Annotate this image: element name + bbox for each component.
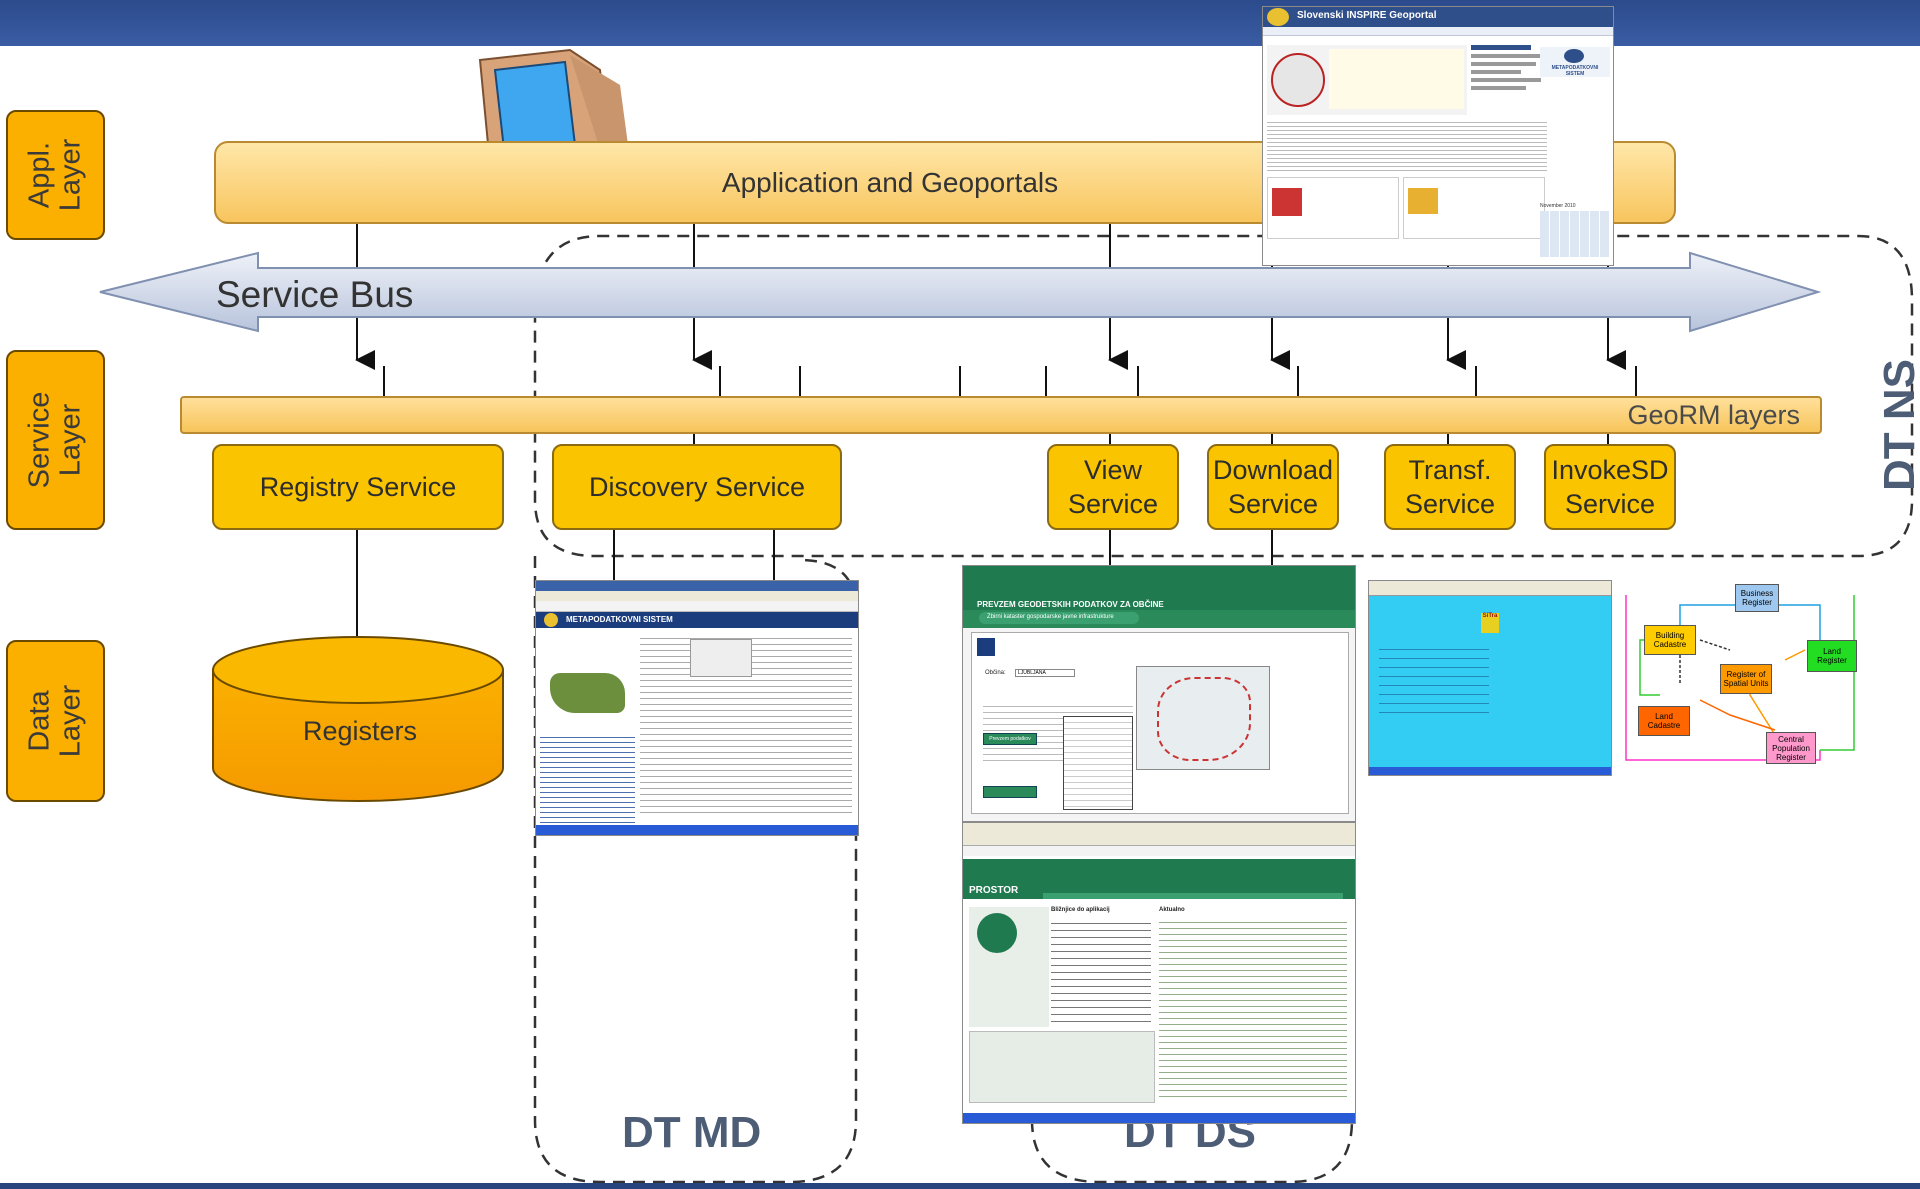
ljubljana-map [1136, 666, 1270, 770]
geoportal-calendar-title: November 2010 [1540, 203, 1576, 209]
georm-layers-label: GeoRM layers [1627, 400, 1800, 430]
transf-service-box: Transf. Service [1384, 444, 1516, 530]
discovery-service-box: Discovery Service [552, 444, 842, 530]
metadata-logo-icon [544, 613, 558, 627]
service-bus-label: Service Bus [216, 274, 414, 315]
dt-ns-label: DT NS [1875, 359, 1920, 491]
view-service-box: View Service [1047, 444, 1179, 530]
appl-layer-label: Appl. Layer [23, 138, 87, 212]
data-layer-label: Data Layer [23, 684, 87, 758]
flow-node-spatial-units: Register of Spatial Units [1720, 664, 1772, 694]
download-app-title: PREVZEM GEODETSKIH PODATKOV ZA OBČINE [977, 600, 1164, 609]
flow-node-business-register: Business Register [1735, 584, 1779, 612]
georm-layers-bar: GeoRM layers [180, 396, 1822, 434]
invokesd-service-box: InvokeSD Service [1544, 444, 1676, 530]
registry-service-box: Registry Service [212, 444, 504, 530]
registers-label: Registers [302, 716, 418, 746]
metadata-system-title: METAPODATKOVNI SISTEM [566, 615, 673, 624]
download-app-screenshot: PREVZEM GEODETSKIH PODATKOV ZA OBČINE Zb… [962, 565, 1356, 822]
sitra-screenshot: SiTra [1368, 580, 1612, 776]
flow-node-central-population-register: Central Population Register [1766, 732, 1816, 764]
download-data-button[interactable]: Prevzem podatkov [983, 733, 1037, 745]
prostor-screenshot: PROSTOR Bližnjice do aplikacij Aktualno [962, 822, 1356, 1124]
dt-ns-boundary [533, 234, 1914, 558]
flow-node-land-register: Land Register [1807, 640, 1857, 672]
data-layer-tab: Data Layer [6, 640, 105, 802]
dt-md-label: DT MD [622, 1108, 762, 1157]
registers-flow-diagram: Business Register Building Cadastre Land… [1620, 580, 1860, 770]
flow-node-building-cadastre: Building Cadastre [1644, 625, 1696, 655]
municipality-label: Občina: [985, 670, 1006, 676]
sitra-logo: SiTra [1481, 613, 1499, 633]
service-layer-label: Service Layer [23, 391, 87, 489]
geoportal-logo-icon [1267, 8, 1289, 26]
slovenia-map-icon [550, 673, 625, 713]
download-service-box: Download Service [1207, 444, 1339, 530]
flow-node-land-cadastre: Land Cadastre [1638, 706, 1690, 736]
geoportal-side-title: METAPODATKOVNI SISTEM [1551, 65, 1599, 77]
prostor-news-title: Aktualno [1159, 907, 1185, 913]
service-bus-arrow [99, 251, 1822, 333]
bus-to-services-arrows [355, 318, 1626, 370]
application-bar-label: Application and Geoportals [721, 166, 1059, 198]
dt-md-boundary [533, 556, 858, 1184]
service-layer-tab: Service Layer [6, 350, 105, 530]
footer-line [0, 1183, 1920, 1189]
download-app-subtitle: Zbirni kataster gospodarske javne infras… [979, 612, 1139, 624]
metadata-system-screenshot: METAPODATKOVNI SISTEM [535, 580, 859, 836]
georm-ticks [383, 366, 1637, 397]
services-down-lines [356, 527, 1273, 670]
geoportal-title: Slovenski INSPIRE Geoportal [1263, 7, 1613, 27]
appl-layer-tab: Appl. Layer [6, 110, 105, 240]
registers-cylinder [212, 636, 504, 802]
prostor-links-title: Bližnjice do aplikacij [1051, 907, 1110, 913]
municipality-input[interactable]: LJUBLJANA [1015, 669, 1075, 677]
geoportal-screenshot: Slovenski INSPIRE Geoportal METAPODATKOV… [1262, 6, 1614, 266]
prostor-title: PROSTOR [969, 885, 1019, 896]
dt-ds-boundary [1030, 1010, 1354, 1184]
